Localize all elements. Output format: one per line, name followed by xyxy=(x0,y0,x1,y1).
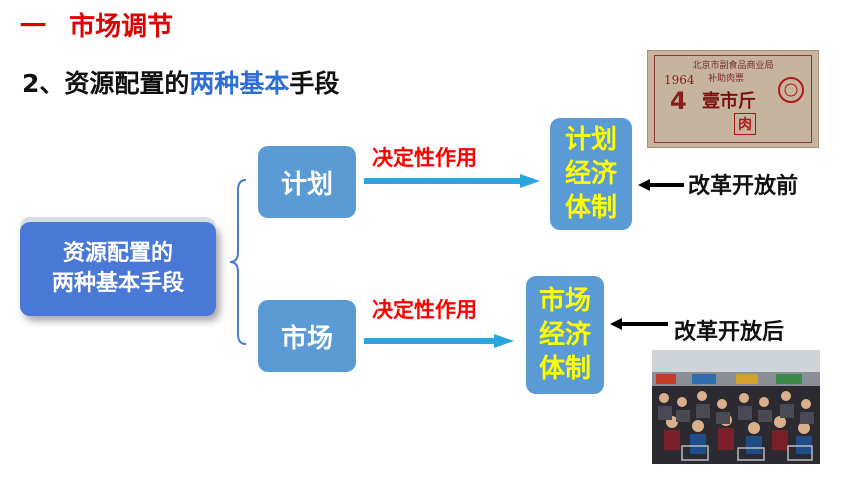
coupon-year: 1964 xyxy=(664,73,695,87)
root-concept-box: 资源配置的 两种基本手段 xyxy=(20,222,216,316)
plan-arrow xyxy=(364,174,540,188)
supermarket-crowd-illustration xyxy=(652,350,820,464)
meat-ration-coupon-image: 北京市副食品商业局 补助肉票 1964 4 壹市斤 肉 xyxy=(647,50,819,148)
branch-bracket xyxy=(229,179,247,345)
coupon-issuer: 北京市副食品商业局 xyxy=(692,61,774,71)
after-reform-arrow xyxy=(610,318,668,330)
plan-node-label: 计划 xyxy=(280,169,333,200)
market-economy-line-3: 体制 xyxy=(538,354,591,384)
market-node: 市场 xyxy=(258,300,356,372)
coupon-seal-icon xyxy=(778,77,804,103)
coupon-item-stamp: 肉 xyxy=(734,113,756,135)
market-action-label: 决定性作用 xyxy=(372,298,477,322)
coupon-amount: 壹市斤 xyxy=(702,91,756,112)
before-reform-label: 改革开放前 xyxy=(688,174,799,199)
market-node-label: 市场 xyxy=(280,323,333,354)
root-line-2: 两种基本手段 xyxy=(51,271,184,296)
supermarket-crowd-photo xyxy=(652,350,820,464)
planned-economy-line-2: 经济 xyxy=(564,159,617,189)
section-title: 一 市场调节 xyxy=(20,6,173,43)
planned-economy-box: 计划 经济 体制 xyxy=(550,118,632,230)
market-economy-box: 市场 经济 体制 xyxy=(526,276,604,394)
section-number: 一 xyxy=(20,12,47,42)
root-line-1: 资源配置的 xyxy=(62,241,173,266)
plan-node: 计划 xyxy=(258,146,356,218)
planned-economy-line-3: 体制 xyxy=(564,193,617,223)
coupon-type: 补助肉票 xyxy=(708,74,745,84)
coupon-number: 4 xyxy=(670,87,687,115)
before-reform-arrow xyxy=(638,179,684,191)
market-arrow xyxy=(364,334,514,348)
market-economy-line-1: 市场 xyxy=(538,286,591,316)
plan-action-label: 决定性作用 xyxy=(372,146,477,170)
after-reform-label: 改革开放后 xyxy=(674,320,785,345)
section-title-text: 市场调节 xyxy=(69,12,174,42)
page-subtitle: 2、资源配置的两种基本手段 xyxy=(22,64,339,100)
planned-economy-line-1: 计划 xyxy=(564,125,617,155)
subtitle-prefix: 2、资源配置的 xyxy=(22,69,190,98)
subtitle-suffix: 手段 xyxy=(289,69,340,98)
market-economy-line-2: 经济 xyxy=(538,320,591,350)
subtitle-highlight: 两种基本 xyxy=(189,69,290,98)
